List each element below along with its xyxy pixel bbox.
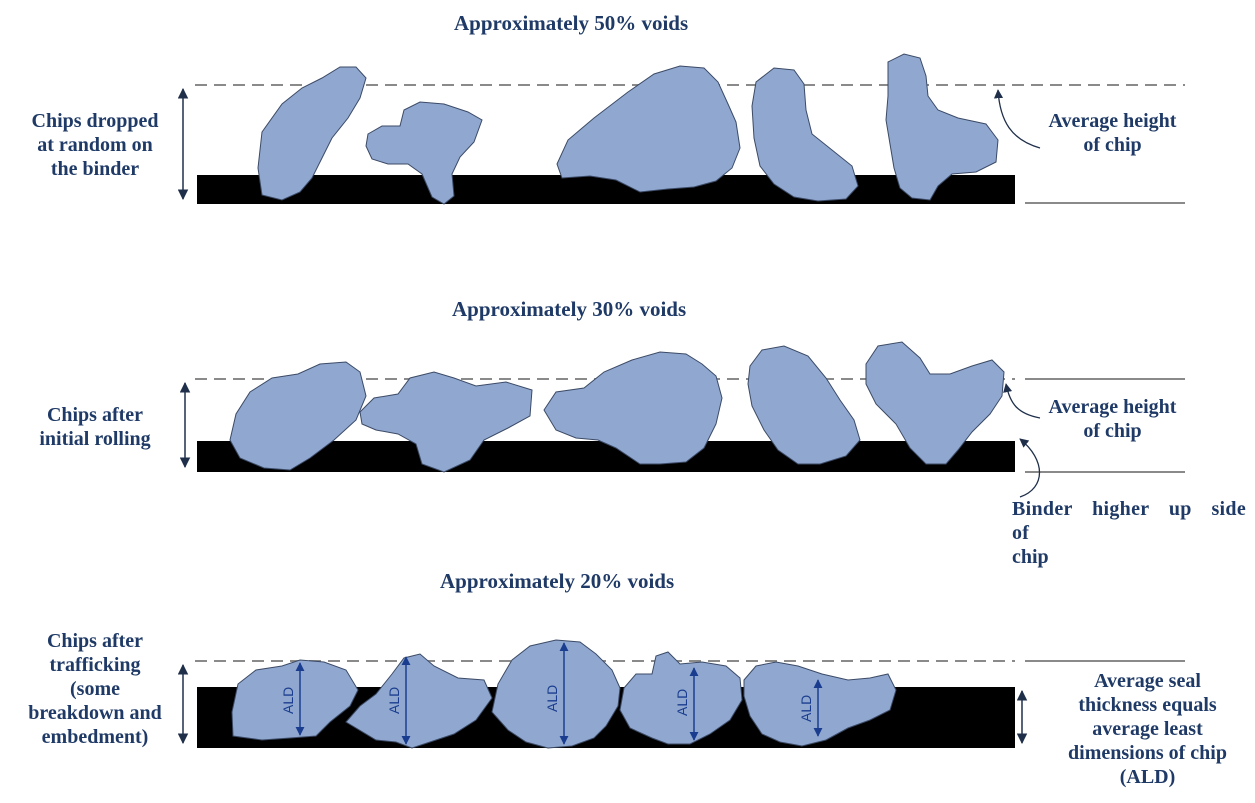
ald-labels: ALD ALD ALD ALD ALD [280,685,814,722]
binder-layer [197,175,1015,204]
ald-arrows [295,642,823,745]
label-line: Chips after [46,630,144,652]
chip [747,345,861,465]
label-line: at random on [37,134,153,156]
label-line: thickness equals [1078,694,1217,716]
chip [359,371,533,473]
label-line: Average height [1048,110,1177,132]
chip [885,53,999,201]
left-label: Chips after initial rolling [0,403,190,451]
panel-title: Approximately 50% voids [454,11,689,35]
ald-marker: ALD [798,695,814,722]
chip [751,67,859,202]
ald-marker: ALD [386,687,402,714]
label-line: breakdown and [28,702,162,724]
label-line: the binder [50,158,140,180]
chip [257,66,367,201]
chip [543,351,723,465]
chip [229,361,367,471]
binder-note: Binder higher up side of chip [1012,497,1246,569]
chip [365,101,483,205]
label-line: (ALD) [1119,766,1176,788]
panel-title: Approximately 30% voids [452,297,687,321]
left-label: Chips dropped at random on the binder [0,109,190,181]
label-line: Binder higher up side of [1012,498,1246,544]
pointer-arrow [993,89,1041,149]
label-line: Average height [1048,396,1177,418]
label-line: Chips dropped [31,110,159,132]
panel-20-voids: ALD ALD ALD ALD ALD [177,639,1185,749]
panel-30-voids [179,341,1185,498]
panel-title: Approximately 20% voids [440,569,675,593]
label-line: dimensions of chip [1068,742,1227,764]
ald-marker: ALD [674,689,690,716]
left-label: Chips after trafficking (some breakdown … [0,629,190,749]
label-line: (some [70,678,120,700]
ald-marker: ALD [544,685,560,712]
chip [491,639,621,749]
ald-marker: ALD [280,687,296,714]
label-line: of chip [1083,420,1142,442]
chip [865,341,1005,465]
label-line: initial rolling [39,428,151,450]
right-label: Average height of chip [1030,109,1195,157]
label-line: Average seal [1094,670,1201,692]
chip [619,651,743,745]
label-line: chip [1012,546,1049,568]
label-line: trafficking [49,654,141,676]
label-line: of chip [1083,134,1142,156]
panel-50-voids [177,53,1185,205]
label-line: embedment) [41,726,149,748]
right-label: Average height of chip [1030,395,1195,443]
chip [556,65,741,193]
binder-pointer-arrow [1019,438,1041,498]
label-line: average least [1092,718,1203,740]
right-label: Average seal thickness equals average le… [1045,669,1250,789]
chip [345,653,493,749]
binder-layer [197,441,1015,472]
chip [231,659,359,741]
pointer-arrow [1003,383,1041,419]
label-line: Chips after [46,404,144,426]
